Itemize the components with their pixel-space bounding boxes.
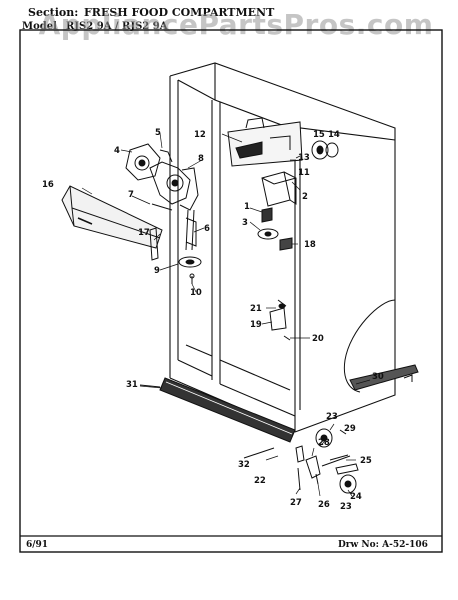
- part-7-rod: [151, 203, 173, 211]
- bottom-grille: [139, 377, 296, 443]
- watermark: AppliancePartsPros.com: [38, 8, 434, 41]
- callout-26: 26: [318, 500, 330, 510]
- callout-22: 22: [254, 476, 266, 486]
- thermostat-knob: [311, 140, 339, 160]
- callout-2: 2: [302, 192, 308, 202]
- drawing-number: Drw No: A-52-106: [338, 540, 428, 550]
- callout-10: 10: [190, 288, 202, 298]
- callout-15: 15: [313, 130, 325, 140]
- callout-21: 21: [250, 304, 262, 314]
- callout-25: 25: [360, 456, 372, 466]
- damper-panel: [61, 185, 163, 249]
- callout-27: 27: [290, 498, 302, 508]
- control-assembly: [125, 143, 199, 211]
- cabinet-outline: [169, 62, 396, 433]
- callout-30: 30: [372, 372, 384, 382]
- shaft-assembly: [178, 209, 202, 284]
- callout-6: 6: [204, 224, 210, 234]
- callout-31: 31: [126, 380, 138, 390]
- callout-28: 28: [318, 438, 330, 448]
- leader-lines: [81, 132, 371, 497]
- callout-7: 7: [128, 190, 134, 200]
- revision-date: 6/91: [26, 540, 49, 550]
- model-label: Model: [22, 21, 57, 32]
- callout-12: 12: [194, 130, 206, 140]
- callout-1: 1: [244, 202, 250, 212]
- drawing-frame: [19, 29, 443, 553]
- hinge-parts: [243, 428, 359, 494]
- callout-17: 17: [138, 228, 150, 238]
- callout-5: 5: [155, 128, 161, 138]
- model-numbers: RJS2 9A / RJS2 9A: [66, 21, 168, 32]
- callout-32: 32: [238, 460, 250, 470]
- callout-4: 4: [114, 146, 120, 156]
- part-17: [149, 227, 159, 261]
- callout-9: 9: [154, 266, 160, 276]
- callout-23a: 23: [326, 412, 338, 422]
- callout-24: 24: [350, 492, 362, 502]
- callout-23b: 23: [340, 502, 352, 512]
- callout-18: 18: [304, 240, 316, 250]
- callout-19: 19: [250, 320, 262, 330]
- bulb-socket: [257, 207, 293, 251]
- section-title: FRESH FOOD COMPARTMENT: [84, 6, 275, 19]
- callout-13: 13: [298, 153, 310, 163]
- side-bracket: [343, 299, 419, 393]
- callout-3: 3: [242, 218, 248, 228]
- section-label: Section:: [28, 6, 79, 19]
- part-2-housing: [261, 171, 297, 207]
- callout-29: 29: [344, 424, 356, 434]
- latch-assembly: [269, 299, 291, 341]
- callout-11: 11: [298, 168, 310, 178]
- callout-16: 16: [42, 180, 54, 190]
- light-assembly: [227, 117, 303, 167]
- callout-14: 14: [328, 130, 340, 140]
- callout-8: 8: [198, 154, 204, 164]
- callout-20: 20: [312, 334, 324, 344]
